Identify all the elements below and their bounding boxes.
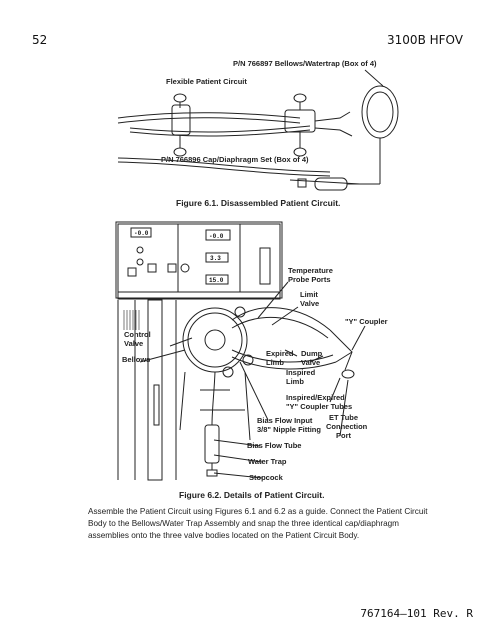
label-temperature: Temperature xyxy=(288,266,333,275)
display-4-value: 15.0 xyxy=(209,277,224,284)
label-bias-flow-input: Bias Flow Input xyxy=(257,416,313,425)
label-cap-diaphragm: P/N 766896 Cap/Diaphragm Set (Box of 4) xyxy=(161,155,309,164)
page-number: 52 xyxy=(32,33,48,47)
label-y-coupler-tubes: "Y" Coupler Tubes xyxy=(286,402,352,411)
label-et-tube: ET Tube xyxy=(329,413,358,422)
label-dump: Dump xyxy=(301,349,323,358)
label-stopcock: Stopcock xyxy=(249,473,284,482)
label-bellows-watertrap: P/N 766897 Bellows/Watertrap (Box of 4) xyxy=(233,59,377,68)
label-y-coupler: "Y" Coupler xyxy=(345,317,388,326)
document-title: 3100B HFOV xyxy=(387,33,463,47)
label-nipple-fitting: 3/8" Nipple Fitting xyxy=(257,425,321,434)
display-2-value: -0.0 xyxy=(209,233,224,240)
label-water-trap: Water Trap xyxy=(248,457,287,466)
instruction-paragraph: Assemble the Patient Circuit using Figur… xyxy=(88,507,428,541)
figure-1-caption: Figure 6.1. Disassembled Patient Circuit… xyxy=(176,198,341,208)
label-control-valve: Valve xyxy=(124,339,143,348)
label-flexible-circuit: Flexible Patient Circuit xyxy=(166,77,247,86)
label-control: Control xyxy=(124,330,151,339)
label-limit-valve: Valve xyxy=(300,299,319,308)
label-bellows: Bellows xyxy=(122,355,150,364)
label-inspired: Inspired xyxy=(286,368,316,377)
label-inspired-limb: Limb xyxy=(286,377,304,386)
document-number: 767164–101 Rev. R xyxy=(360,607,473,620)
label-connection: Connection xyxy=(326,422,368,431)
display-3-value: 3.3 xyxy=(210,255,221,262)
label-inspired-expired: Inspired/Expired xyxy=(286,393,345,402)
label-expired: Expired xyxy=(266,349,294,358)
label-dump-valve: Valve xyxy=(301,358,320,367)
label-limit: Limit xyxy=(300,290,318,299)
label-probe-ports: Probe Ports xyxy=(288,275,331,284)
label-port: Port xyxy=(336,431,352,440)
label-bias-flow-tube: Bias Flow Tube xyxy=(247,441,301,450)
figure-2-caption: Figure 6.2. Details of Patient Circuit. xyxy=(179,490,325,500)
display-1-value: -0.0 xyxy=(134,230,149,237)
label-expired-limb: Limb xyxy=(266,358,284,367)
